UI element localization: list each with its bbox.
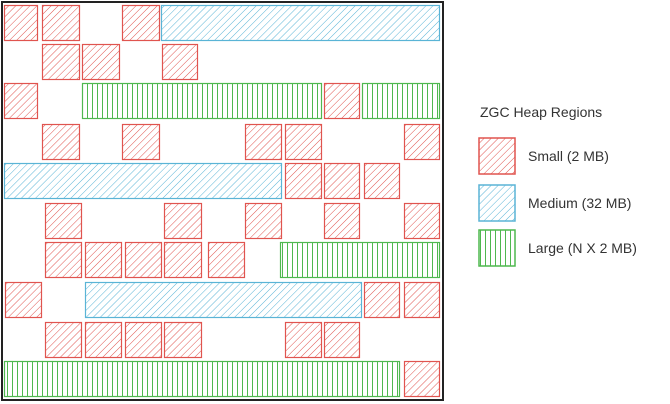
small-region — [124, 241, 163, 279]
legend-item-small: Small (2 MB) — [478, 137, 658, 177]
large-region — [3, 360, 401, 398]
large-region — [279, 241, 441, 279]
legend-swatch-medium — [478, 184, 516, 222]
legend-swatch-large — [478, 229, 516, 267]
small-region — [284, 123, 323, 161]
small-region — [163, 202, 203, 240]
medium-region — [160, 4, 441, 42]
small-region — [4, 281, 43, 319]
legend-label-large: Large (N X 2 MB) — [528, 240, 637, 256]
small-region — [3, 4, 39, 42]
small-region — [44, 202, 83, 240]
small-region — [124, 321, 163, 359]
heap-border — [1, 1, 444, 401]
small-region — [84, 321, 123, 359]
small-region — [41, 123, 81, 161]
small-region — [284, 321, 323, 359]
small-region — [323, 162, 361, 200]
small-region — [81, 43, 121, 81]
small-region — [403, 360, 441, 398]
small-region — [161, 43, 199, 81]
small-region — [163, 321, 203, 359]
small-region — [363, 281, 401, 319]
small-region — [41, 4, 81, 42]
small-region — [41, 43, 81, 81]
medium-region — [84, 281, 363, 319]
small-region — [244, 123, 283, 161]
large-region — [361, 82, 441, 120]
legend-swatch-small — [478, 137, 516, 175]
small-region — [121, 123, 161, 161]
legend-item-medium: Medium (32 MB) — [478, 184, 658, 224]
small-region — [403, 202, 441, 240]
small-region — [121, 4, 161, 42]
medium-region — [3, 162, 283, 200]
small-region — [403, 123, 441, 161]
legend-label-small: Small (2 MB) — [528, 148, 609, 164]
legend-item-large: Large (N X 2 MB) — [478, 229, 658, 269]
small-region — [3, 82, 39, 120]
small-region — [163, 241, 203, 279]
small-region — [403, 281, 441, 319]
legend-label-medium: Medium (32 MB) — [528, 195, 632, 211]
small-region — [284, 162, 323, 200]
small-region — [44, 321, 83, 359]
small-region — [323, 82, 361, 120]
small-region — [323, 202, 361, 240]
heap-regions — [3, 4, 441, 398]
small-region — [84, 241, 123, 279]
large-region — [81, 82, 323, 120]
small-region — [244, 202, 283, 240]
small-region — [207, 241, 246, 279]
small-region — [363, 162, 401, 200]
small-region — [44, 241, 83, 279]
legend-title: ZGC Heap Regions — [480, 104, 603, 120]
small-region — [323, 321, 361, 359]
